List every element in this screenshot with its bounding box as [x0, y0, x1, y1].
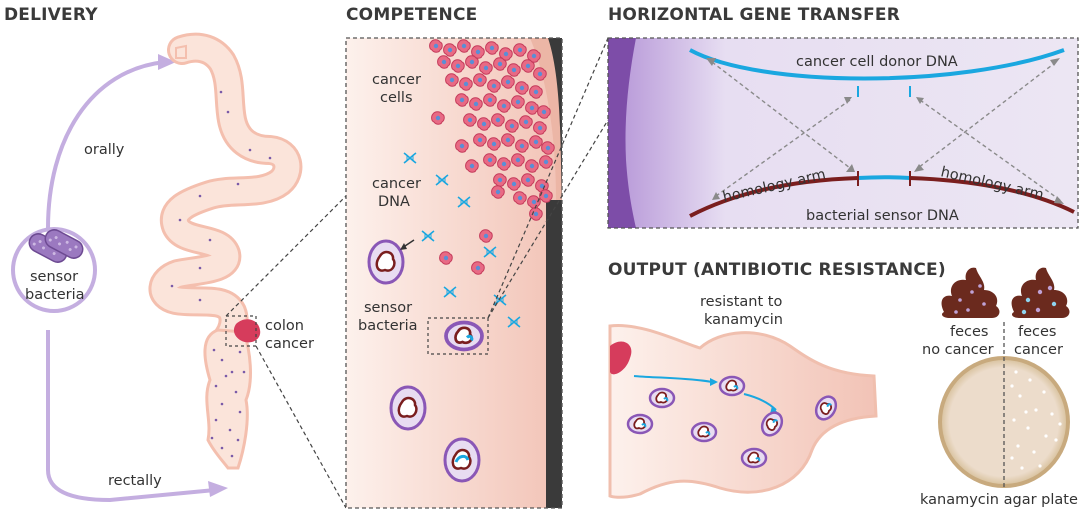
- rectal-arrowhead: [208, 481, 228, 497]
- zoom-line: [487, 37, 609, 319]
- crossover-lines: [711, 61, 1061, 201]
- homology-arm-right: [909, 176, 1075, 214]
- colon-label-2: cancer: [265, 336, 314, 352]
- zoom-line: [255, 345, 347, 509]
- cancer-cells-label-1: cancer: [372, 72, 421, 88]
- hgt-bg: [608, 38, 1078, 228]
- rectally-label: rectally: [108, 473, 162, 489]
- hgt-heading: HORIZONTAL GENE TRANSFER: [608, 5, 900, 25]
- oral-route-arrow: [46, 60, 166, 229]
- sensor-label-1: sensor: [30, 269, 78, 285]
- resistant-bacterium: [740, 447, 768, 469]
- sensor-label-2: bacteria: [358, 318, 418, 334]
- competence-panel: COMPETENCE: [345, 5, 609, 509]
- zoom-box-colon: [225, 315, 257, 347]
- cancer-cells-label-2: cells: [380, 90, 413, 106]
- homology-arm-left: [689, 176, 859, 218]
- lumen-dark: [546, 200, 562, 508]
- sensor-bacterium: [389, 385, 427, 431]
- competence-heading: COMPETENCE: [346, 5, 477, 25]
- colon-tumor: [233, 319, 261, 343]
- sensor-bacterium: [443, 437, 481, 483]
- resistant-bacterium: [718, 375, 746, 397]
- feces-cancer-label-1: feces: [1018, 324, 1056, 340]
- resistant-bacterium: [648, 387, 676, 409]
- output-heading: OUTPUT (ANTIBIOTIC RESISTANCE): [608, 260, 946, 280]
- flow-arrow: [743, 393, 777, 411]
- cancer-dna-label-1: cancer: [372, 176, 421, 192]
- cancer-dna-label-2: DNA: [378, 194, 410, 210]
- cell-membrane: [608, 38, 636, 228]
- feces-cancer-label-2: cancer: [1014, 342, 1063, 358]
- lumen-dark: [548, 38, 562, 200]
- resistant-label-1: resistant to: [700, 294, 782, 310]
- zoom-line: [487, 119, 609, 319]
- plate-colonies: [1010, 370, 1062, 470]
- zoom-box-hgt: [427, 317, 489, 355]
- donor-dna-strand: [689, 48, 1065, 81]
- competence-frame: [345, 37, 563, 509]
- integrated-donor-segment: [857, 175, 911, 180]
- resistant-label-2: kanamycin: [704, 312, 783, 328]
- feces-no-cancer-label-2: no cancer: [922, 342, 994, 358]
- sensor-label-1: sensor: [364, 300, 412, 316]
- rectal-route-arrow: [46, 330, 216, 503]
- flow-arrow: [633, 375, 713, 383]
- hgt-frame: [607, 37, 1079, 229]
- resistant-bacterium: [626, 413, 654, 435]
- feces-no-cancer-label-1: feces: [950, 324, 988, 340]
- delivery-panel: DELIVERY orally rectally sensor bacteria: [4, 5, 347, 509]
- output-panel: OUTPUT (ANTIBIOTIC RESISTANCE) resistant…: [608, 260, 1078, 508]
- tumor: [610, 341, 632, 375]
- orally-label: orally: [84, 142, 125, 158]
- feces-no-cancer-icon: [941, 267, 1000, 318]
- zoom-line: [225, 195, 347, 317]
- oral-arrowhead: [158, 54, 176, 70]
- donor-dna-label: cancer cell donor DNA: [796, 54, 958, 70]
- hgt-panel: HORIZONTAL GENE TRANSFER cancer cell don…: [607, 5, 1079, 229]
- intestine-section: [608, 323, 878, 499]
- sensor-label-2: bacteria: [25, 287, 85, 303]
- resistant-bacterium: [690, 421, 718, 443]
- transforming-bacterium: [444, 320, 484, 352]
- sensor-bacterium: [367, 239, 405, 285]
- feces-cancer-icon: [1011, 267, 1070, 318]
- sensor-dna-label: bacterial sensor DNA: [806, 208, 959, 224]
- plate-label: kanamycin agar plate: [920, 492, 1078, 508]
- colon-label-1: colon: [265, 318, 304, 334]
- delivery-heading: DELIVERY: [4, 5, 98, 25]
- gi-tract: [148, 32, 303, 470]
